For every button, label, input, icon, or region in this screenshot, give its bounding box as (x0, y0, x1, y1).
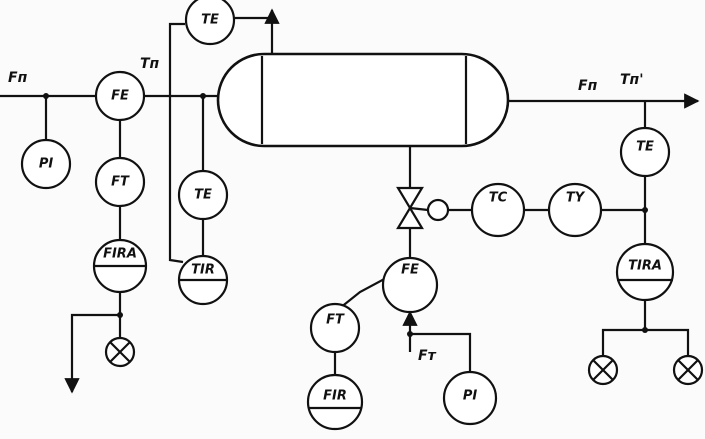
instrument-te-outlet[interactable]: TE (619, 126, 671, 178)
instrument-tira-outlet[interactable]: TIRA (615, 242, 675, 302)
fe-ft-coolant-link (339, 275, 391, 309)
inlet-flow-label: Fп (8, 70, 28, 86)
fe-inlet-label: FE (111, 89, 129, 104)
tira-outlet-label: TIRA (628, 259, 662, 274)
fe-coolant-label: FE (401, 263, 419, 278)
instrument-tir-inlet[interactable]: TIR (177, 254, 229, 306)
pi-coolant-tap-dot (407, 331, 413, 337)
ft-inlet-label: FT (111, 175, 130, 190)
fir-coolant-label: FIR (323, 389, 347, 404)
fira-discharge-line (64, 313, 120, 394)
instrument-tc-control[interactable]: TC (470, 182, 526, 238)
alarm-lamp-low-icon (672, 354, 704, 386)
instrument-fe-coolant[interactable]: FE (381, 256, 439, 314)
pi-inlet-label: PI (39, 157, 54, 172)
instrument-te-inlet[interactable]: TE (177, 169, 229, 221)
coolant-flow-label: Fт (418, 348, 437, 364)
instrument-fe-inlet[interactable]: FE (94, 70, 146, 122)
alarm-lamp-fira-icon (104, 336, 136, 368)
instrument-ft-inlet[interactable]: FT (94, 156, 146, 208)
fira-inlet-label: FIRA (103, 247, 137, 262)
inlet-temp-label: Tп (140, 56, 160, 72)
outlet-temp-label: Tп' (620, 72, 644, 88)
instrument-pi-coolant[interactable]: PI (442, 370, 498, 426)
tc-control-label: TC (489, 191, 508, 206)
ft-coolant-label: FT (326, 313, 345, 328)
reactor-vessel (216, 52, 510, 148)
ty-control-label: TY (566, 191, 586, 206)
tira-alarm-bus (601, 328, 690, 355)
te-inlet-label: TE (194, 188, 212, 203)
pi-coolant-tap (410, 332, 472, 372)
instrument-fir-coolant[interactable]: FIR (306, 373, 364, 431)
instrument-pi-inlet[interactable]: PI (20, 138, 72, 190)
pi-coolant-label: PI (463, 389, 478, 404)
instrument-ty-control[interactable]: TY (547, 182, 603, 238)
tir-inlet-label: TIR (191, 263, 215, 278)
valve-actuator (426, 198, 450, 222)
te-top-tir-line (168, 22, 185, 264)
te-outlet-label: TE (636, 140, 654, 155)
instrument-fira-inlet[interactable]: FIRA (92, 238, 148, 294)
pi-inlet-tap-dot (43, 93, 49, 99)
outlet-flow-label: Fп (578, 78, 598, 94)
te-top-label: TE (201, 13, 219, 28)
control-valve[interactable] (396, 186, 450, 230)
instrument-te-top[interactable]: TE (184, 0, 236, 46)
instrument-ft-coolant[interactable]: FT (309, 302, 361, 354)
alarm-lamp-high-icon (587, 354, 619, 386)
